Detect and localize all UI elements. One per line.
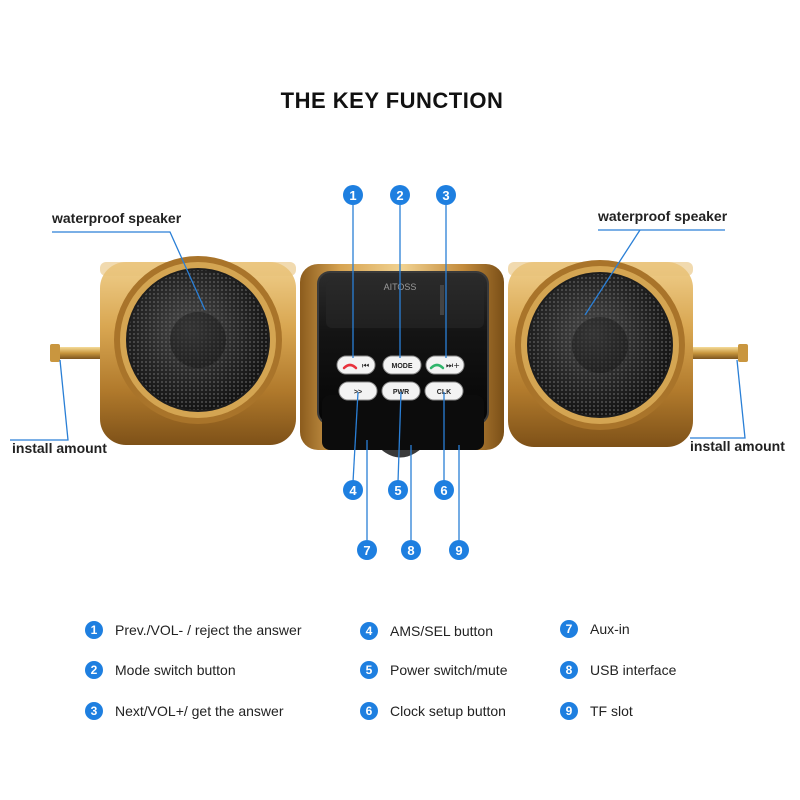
svg-text:⏮: ⏮	[362, 361, 369, 370]
svg-text:⏭+: ⏭+	[446, 361, 460, 370]
callout-waterproof-left: waterproof speaker	[52, 210, 182, 226]
legend-number: 6	[360, 702, 378, 720]
callout-install-right: install amount	[690, 438, 785, 454]
mode-button[interactable]: MODE	[382, 355, 422, 375]
legend-item: 8 USB interface	[560, 659, 676, 681]
legend-text: Next/VOL+/ get the answer	[115, 703, 284, 719]
right-speaker	[508, 260, 693, 447]
legend-item: 1 Prev./VOL- / reject the answer	[85, 619, 301, 641]
button-next-vol-plus[interactable]: ⏭+	[425, 355, 465, 375]
marker-1: 1	[343, 185, 363, 205]
left-speaker	[100, 256, 296, 445]
legend-text: Mode switch button	[115, 662, 236, 678]
callout-lines	[10, 205, 746, 540]
marker-7: 7	[357, 540, 377, 560]
legend-text: TF slot	[590, 703, 633, 719]
svg-text:7: 7	[363, 543, 370, 558]
legend-number: 8	[560, 661, 578, 679]
marker-3: 3	[436, 185, 456, 205]
svg-text:4: 4	[349, 483, 357, 498]
legend-number: 5	[360, 661, 378, 679]
legend-item: 9 TF slot	[560, 700, 633, 722]
legend-item: 7 Aux-in	[560, 618, 630, 640]
svg-text:5: 5	[394, 483, 401, 498]
legend-item: 5 Power switch/mute	[360, 659, 507, 681]
marker-6: 6	[434, 480, 454, 500]
marker-8: 8	[401, 540, 421, 560]
callout-install-left: install amount	[12, 440, 107, 456]
svg-text:9: 9	[455, 543, 462, 558]
legend-text: Aux-in	[590, 621, 630, 637]
legend-number: 9	[560, 702, 578, 720]
mode-button-label: MODE	[392, 363, 413, 370]
legend-item: 4 AMS/SEL button	[360, 620, 493, 642]
legend-text: Prev./VOL- / reject the answer	[115, 622, 302, 638]
legend-item: 3 Next/VOL+/ get the answer	[85, 700, 283, 722]
marker-9: 9	[449, 540, 469, 560]
svg-text:3: 3	[442, 188, 449, 203]
right-mount-rod	[680, 347, 745, 359]
legend-number: 2	[85, 661, 103, 679]
svg-text:2: 2	[396, 188, 403, 203]
legend-number: 1	[85, 621, 103, 639]
legend-number: 4	[360, 622, 378, 640]
legend-number: 7	[560, 620, 578, 638]
svg-text:6: 6	[440, 483, 447, 498]
legend-item: 6 Clock setup button	[360, 700, 506, 722]
legend-text: AMS/SEL button	[390, 623, 493, 639]
button-prev-vol-minus[interactable]: ⏮	[336, 355, 376, 375]
marker-4: 4	[343, 480, 363, 500]
svg-text:1: 1	[349, 188, 356, 203]
legend-item: 2 Mode switch button	[85, 659, 236, 681]
legend-text: Power switch/mute	[390, 662, 508, 678]
svg-text:8: 8	[407, 543, 414, 558]
marker-5: 5	[388, 480, 408, 500]
page-title: THE KEY FUNCTION	[280, 88, 504, 113]
marker-2: 2	[390, 185, 410, 205]
callout-waterproof-right: waterproof speaker	[598, 208, 728, 224]
legend-number: 3	[85, 702, 103, 720]
legend-text: Clock setup button	[390, 703, 506, 719]
legend-text: USB interface	[590, 662, 677, 678]
